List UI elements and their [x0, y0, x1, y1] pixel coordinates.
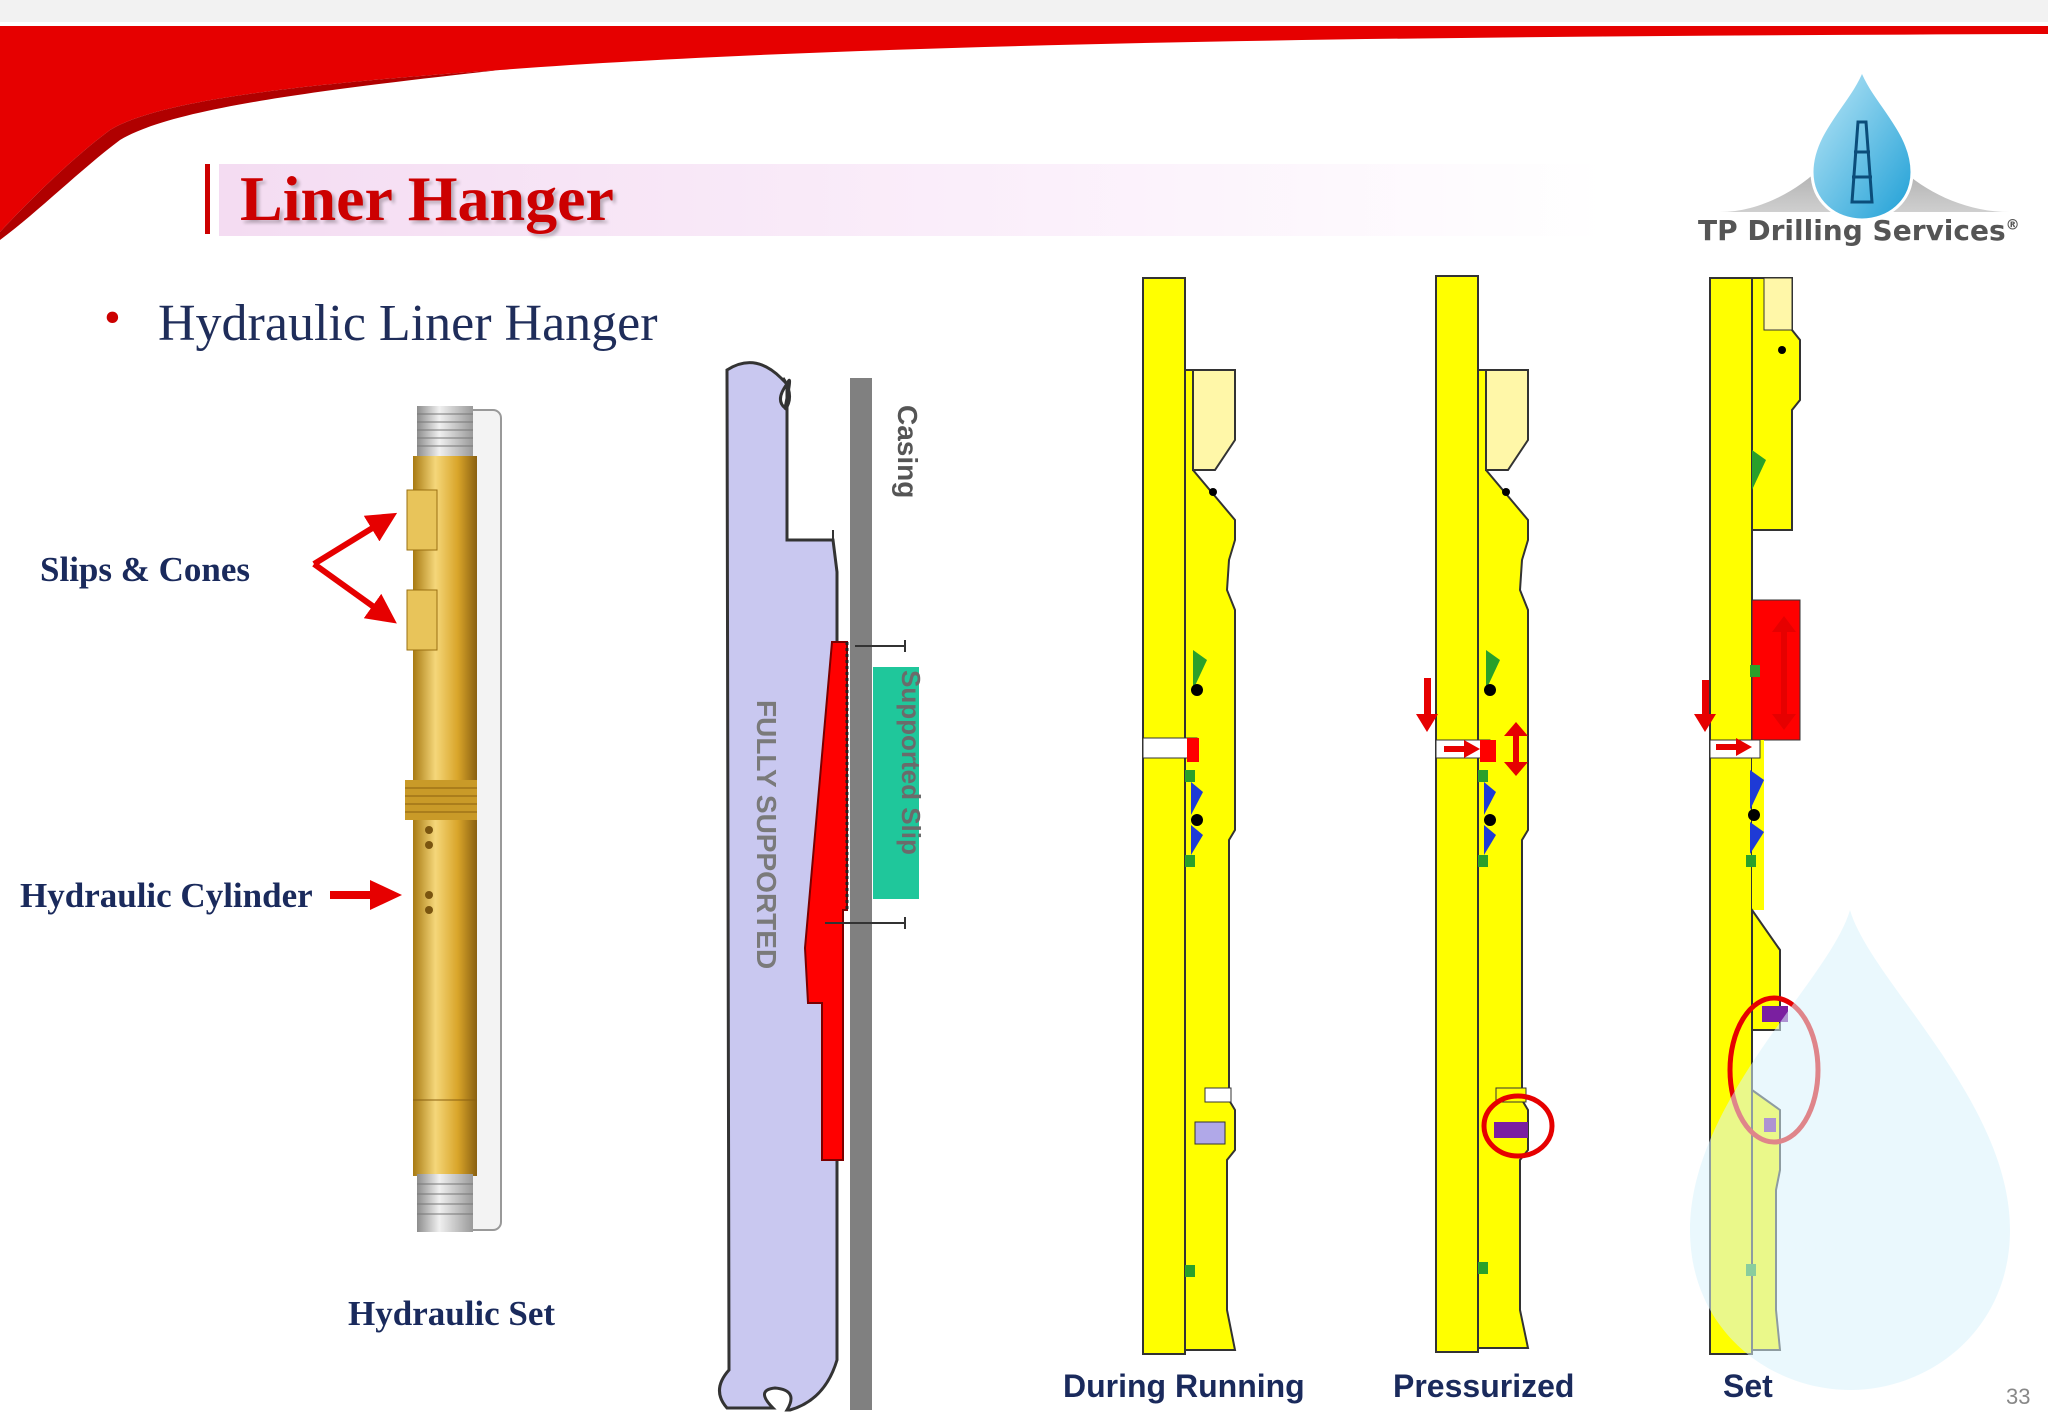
bullet-text: Hydraulic Liner Hanger: [158, 295, 658, 352]
caption-set: Set: [1723, 1368, 1773, 1404]
bullet-dot-icon: •: [104, 291, 121, 344]
header-swoosh: [0, 0, 2048, 240]
slips-arrows-icon: [312, 512, 398, 624]
company-name: TP Drilling Services®: [1698, 214, 2020, 247]
watermark-drop-icon: [1690, 910, 2010, 1390]
page-number: 33: [2006, 1384, 2031, 1409]
company-logo-icon: [1720, 65, 2010, 222]
hydraulic-cylinder-label: Hydraulic Cylinder: [20, 876, 313, 915]
cylinder-arrow-icon: [330, 880, 402, 910]
fully-supported-label: FULLY SUPPORTED: [751, 700, 782, 970]
hydraulic-set-caption: Hydraulic Set: [348, 1294, 556, 1333]
title-background: [205, 164, 1605, 236]
caption-during-running: During Running: [1063, 1368, 1305, 1404]
stage-during-running-diagram: [1142, 277, 1237, 1355]
hydraulic-liner-hanger-tool: [405, 406, 502, 1232]
casing-label: Casing: [892, 405, 923, 499]
slips-cones-label: Slips & Cones: [40, 550, 251, 589]
slide-title: Liner Hanger: [240, 163, 614, 234]
caption-pressurized: Pressurized: [1393, 1368, 1575, 1404]
supported-slip-label: Supported Slip: [896, 670, 926, 855]
slip-detail-diagram: [718, 361, 919, 1412]
stage-pressurized-diagram: [1416, 275, 1555, 1353]
